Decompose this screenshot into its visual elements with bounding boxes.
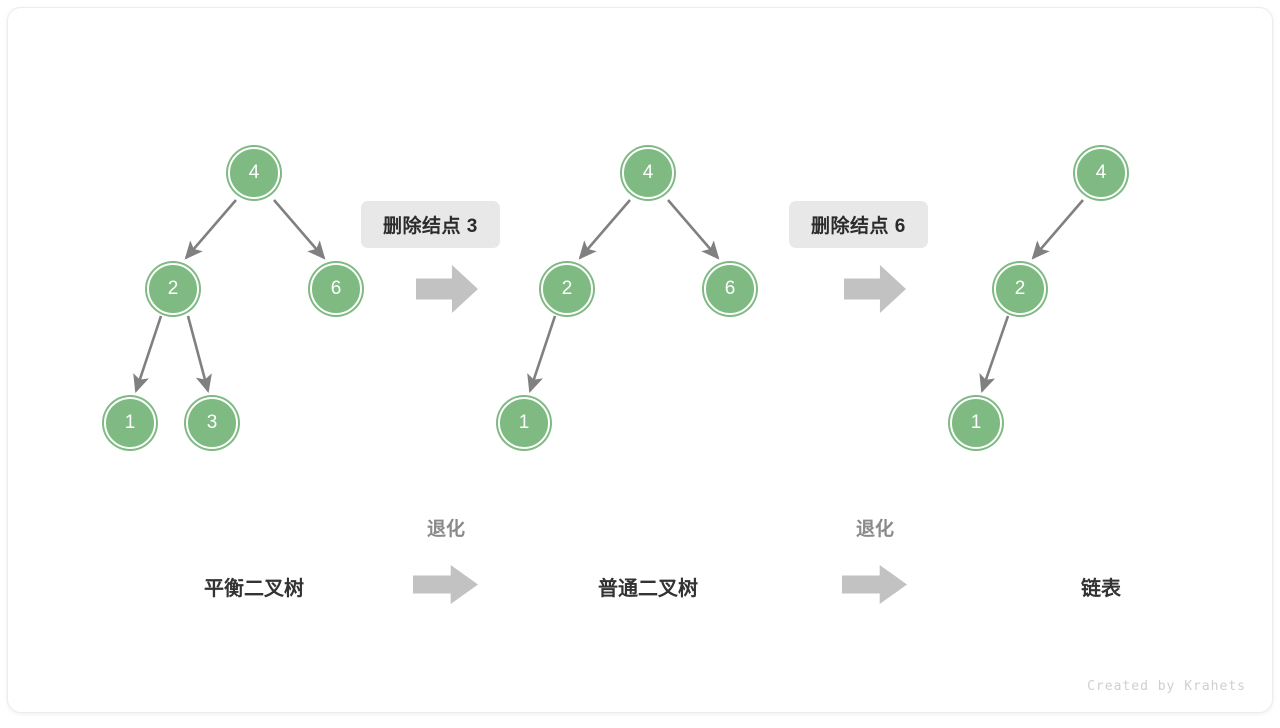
node-value: 4 [642,161,654,183]
tree-node: 1 [104,397,156,449]
degenerate-arrow-icon [842,565,907,604]
sub-label-text: 退化 [426,519,465,540]
tree-node: 2 [541,263,593,315]
node-value: 2 [561,277,573,299]
degenerate-arrow-icon [413,565,478,604]
node-value: 1 [970,411,982,433]
delete-node-3-badge: 删除结点 3 [361,201,500,248]
tree-node: 1 [498,397,550,449]
node-value: 3 [206,411,218,433]
edge-2-1 [527,315,557,393]
node-value: 4 [1095,161,1107,183]
edge-2-3 [186,315,212,394]
node-value: 6 [724,277,736,299]
edge-4-2 [578,199,631,260]
caption-label: 链表 [1081,578,1121,600]
caption-balanced-binary-tree: 平衡二叉树 [154,572,354,601]
edge-2-1 [979,315,1010,393]
node-value: 1 [518,411,530,433]
node-value: 2 [167,277,179,299]
edge-4-6 [273,199,326,260]
degenerate-label-2: 退化 [825,514,925,541]
node-value: 1 [124,411,136,433]
tree-node: 4 [1075,147,1127,199]
watermark: Created by Krahets [1087,679,1246,694]
edge-4-2 [184,199,237,260]
tree-node: 6 [310,263,362,315]
delete-node-6-badge: 删除结点 6 [789,201,928,248]
sub-label-text: 退化 [855,519,894,540]
tree-node: 1 [950,397,1002,449]
tree-node: 2 [994,263,1046,315]
tree-edges-layer [133,199,1084,394]
transition-arrow-icon [844,265,906,313]
caption-linked-list: 链表 [1001,572,1201,601]
node-value: 6 [330,277,342,299]
node-value: 4 [248,161,260,183]
tree-node: 3 [186,397,238,449]
tree-node: 2 [147,263,199,315]
degenerate-label-1: 退化 [396,514,496,541]
tree-node: 4 [228,147,280,199]
caption-ordinary-binary-tree: 普通二叉树 [548,572,748,601]
node-value: 2 [1014,277,1026,299]
transition-arrow-icon [416,265,478,313]
badge-label: 删除结点 6 [811,216,906,237]
badge-label: 删除结点 3 [383,216,478,237]
caption-label: 普通二叉树 [598,578,698,600]
edge-4-2 [1031,199,1084,260]
caption-label: 平衡二叉树 [204,578,304,600]
diagram-stage: 4 2 6 1 3 4 2 6 [8,8,1272,712]
figure-card: 4 2 6 1 3 4 2 6 [7,7,1273,713]
tree-node: 4 [622,147,674,199]
tree-node: 6 [704,263,756,315]
edge-2-1 [133,315,163,393]
edge-4-6 [667,199,720,260]
